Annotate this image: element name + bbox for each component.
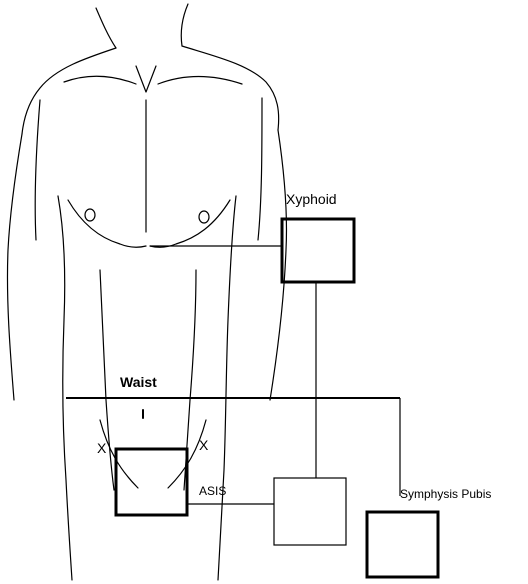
torso-outline <box>7 4 286 580</box>
left-shoulder-line <box>22 48 116 134</box>
right-pectoral-curve <box>150 200 230 247</box>
right-clavicle <box>158 77 242 85</box>
left-body-side <box>58 196 72 580</box>
symphysis-pubis-box <box>367 512 438 577</box>
right-nipple <box>199 211 209 223</box>
asis-label: ASIS <box>199 485 226 497</box>
left-pectoral-curve <box>68 200 146 247</box>
sternal-notch <box>136 66 156 92</box>
right-arm-outer <box>270 130 287 400</box>
left-arm-inner <box>35 100 40 240</box>
x-left-marker: X <box>97 441 106 455</box>
left-clavicle <box>64 76 136 84</box>
x-right-marker: X <box>199 438 208 452</box>
xyphoid-box <box>282 219 354 282</box>
left-nipple <box>85 209 95 221</box>
neck-left-line <box>96 8 116 48</box>
right-arm-inner <box>258 98 262 240</box>
right-body-side <box>218 196 236 580</box>
left-arm-outer <box>7 134 22 400</box>
xyphoid-label: Xyphoid <box>286 192 337 206</box>
neck-right-line <box>181 4 188 46</box>
asis-box <box>116 449 187 515</box>
symphysis-pubis-label: Symphysis Pubis <box>400 488 491 500</box>
right-shoulder-line <box>182 46 279 130</box>
waist-box <box>274 478 346 545</box>
left-abdomen-line <box>100 270 114 490</box>
waist-label: Waist <box>120 375 157 389</box>
